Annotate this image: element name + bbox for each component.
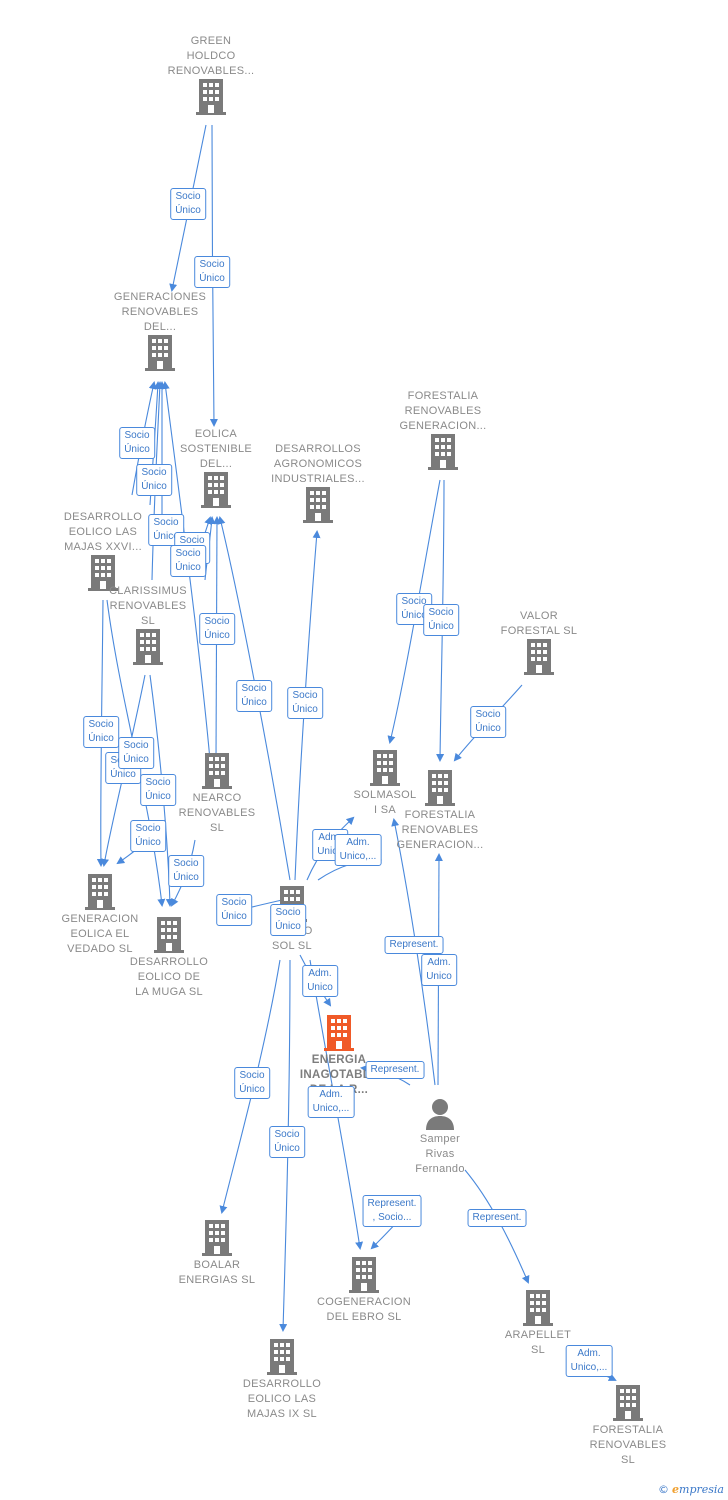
relationship-badge[interactable]: Socio Único (130, 820, 166, 852)
company-node[interactable]: FORESTALIA RENOVABLES SL (563, 1385, 693, 1468)
brand-name: mpresia (679, 1483, 724, 1496)
company-node[interactable]: DESARROLLO EOLICO DE LA MUGA SL (104, 917, 234, 1000)
building-icon (349, 1257, 379, 1293)
company-node[interactable]: FORESTALIA RENOVABLES GENERACION... (378, 389, 508, 470)
relationship-badge[interactable]: Socio Único (170, 188, 206, 220)
relationship-badge[interactable]: Represent. (467, 1209, 527, 1227)
relationship-badge[interactable]: Adm. Unico,... (307, 1086, 355, 1118)
relationship-badge[interactable]: Adm. Unico (421, 954, 457, 986)
building-icon (524, 639, 554, 675)
relationship-badge[interactable]: Socio Único (423, 604, 459, 636)
relationship-badge[interactable]: Socio Único (287, 687, 323, 719)
relationship-badge[interactable]: Adm. Unico,... (334, 834, 382, 866)
company-node[interactable]: DESARROLLOS AGRONOMICOS INDUSTRIALES... (253, 442, 383, 523)
brand-footer: ©empresia (658, 1483, 724, 1496)
company-node[interactable]: VALOR FORESTAL SL (474, 609, 604, 675)
company-node[interactable]: GENERACIONES RENOVABLES DEL... (95, 290, 225, 371)
company-node[interactable]: EOLICA SOSTENIBLE DEL... (151, 427, 281, 508)
company-node[interactable]: FORESTALIA RENOVABLES GENERACION... (375, 770, 505, 853)
person-node[interactable]: Samper Rivas Fernando (375, 1098, 505, 1177)
company-node[interactable]: DESARROLLO EOLICO LAS MAJAS IX SL (217, 1339, 347, 1422)
relationship-badge[interactable]: Socio Único (83, 716, 119, 748)
relationship-badge[interactable]: Represent. , Socio... (362, 1195, 422, 1227)
relationship-badge[interactable]: Socio Único (216, 894, 252, 926)
edge (279, 959, 291, 1332)
company-node[interactable]: ARAPELLET SL (473, 1290, 603, 1358)
building-icon (428, 434, 458, 470)
relationship-badge[interactable]: Socio Único (119, 427, 155, 459)
company-node[interactable]: GREEN HOLDCO RENOVABLES... (146, 34, 276, 115)
relationship-badge[interactable]: Socio Único (470, 706, 506, 738)
building-icon (154, 917, 184, 953)
copyright-symbol: © (658, 1483, 670, 1496)
building-icon (267, 1339, 297, 1375)
building-icon (370, 750, 400, 786)
relationship-badge[interactable]: Socio Único (236, 680, 272, 712)
relationship-badge[interactable]: Socio Único (199, 613, 235, 645)
relationship-badge[interactable]: Socio Único (234, 1067, 270, 1099)
building-icon (133, 629, 163, 665)
company-node[interactable]: CLARISSIMUS RENOVABLES SL (83, 584, 213, 665)
person-icon (426, 1099, 454, 1130)
relationship-badge[interactable]: Socio Único (168, 855, 204, 887)
building-icon (88, 555, 118, 591)
relationship-badge[interactable]: Socio Único (270, 904, 306, 936)
company-node[interactable]: SOLMASOL I SA (320, 750, 450, 818)
relationship-badge[interactable]: Represent. (365, 1061, 425, 1079)
building-icon (85, 874, 115, 910)
relationship-badge[interactable]: Socio Único (269, 1126, 305, 1158)
relationship-badge[interactable]: Represent. (384, 936, 444, 954)
building-icon (303, 487, 333, 523)
relationship-badge[interactable]: Socio Único (148, 514, 184, 546)
building-icon (613, 1385, 643, 1421)
company-node[interactable]: GENERACION EOLICA EL VEDADO SL (35, 874, 165, 957)
relationship-badge[interactable]: Adm. Unico (302, 965, 338, 997)
relationship-badge[interactable]: Socio Único (136, 464, 172, 496)
brand-initial: e (672, 1483, 680, 1496)
relationship-badge[interactable]: Socio Único (170, 545, 206, 577)
company-node[interactable]: COGENERACION DEL EBRO SL (299, 1257, 429, 1325)
building-icon (324, 1015, 354, 1051)
relationship-badge[interactable]: Adm. Unico,... (565, 1345, 613, 1377)
company-node[interactable]: NEARCO RENOVABLES SL (152, 753, 282, 836)
building-icon (202, 753, 232, 789)
building-icon (202, 1220, 232, 1256)
building-icon (523, 1290, 553, 1326)
relationship-badge[interactable]: Socio Único (140, 774, 176, 806)
building-icon (201, 472, 231, 508)
relationship-badge[interactable]: Socio Único (194, 256, 230, 288)
relationship-badge[interactable]: Socio Único (118, 737, 154, 769)
building-icon (145, 335, 175, 371)
company-node[interactable]: DESARROLLO EOLICO LAS MAJAS XXVI... (38, 510, 168, 591)
company-node[interactable]: BOALAR ENERGIAS SL (152, 1220, 282, 1288)
building-icon (425, 770, 455, 806)
building-icon (196, 79, 226, 115)
